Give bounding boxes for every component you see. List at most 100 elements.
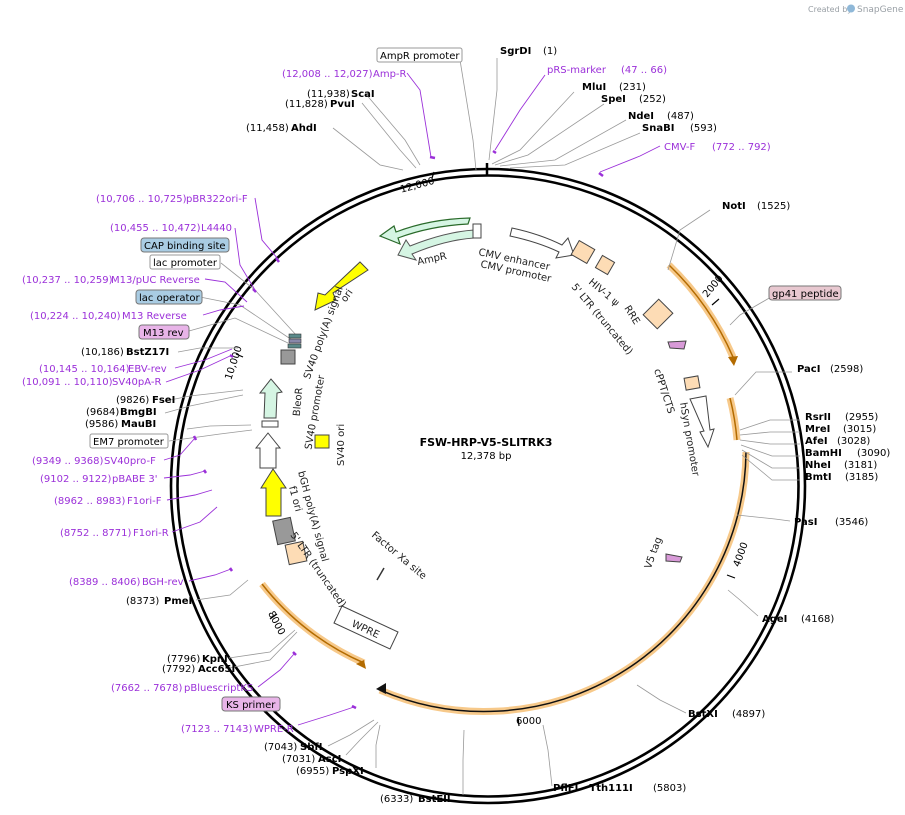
em7-promoter-tag: [89, 433, 169, 449]
site-rsrii: RsrII: [805, 412, 831, 423]
site-scai-pos: (11,938): [307, 89, 350, 100]
primer-sv40pa-r: SV40pA-R: [112, 377, 161, 388]
site-ahdi-pos: (11,458): [246, 123, 289, 134]
site-nhei: NheI: [805, 460, 831, 471]
ampr-arrow: [397, 229, 475, 261]
ampr-promoter-tag: [376, 47, 463, 63]
site-maubi-pos: (9586): [85, 419, 118, 430]
snapgene-logo-icon: [847, 4, 855, 13]
site-bmti-pos: (3185): [845, 472, 878, 483]
site-pvui: PvuI: [330, 99, 355, 110]
site-snabi-pos: (593): [690, 123, 717, 134]
gp41-text: gp41 peptide: [772, 289, 839, 300]
ampr-promoter-box: [472, 223, 482, 239]
wpre-box: [333, 605, 399, 650]
gp41-mark: [667, 340, 687, 350]
primer-prs-marker-pos: (47 .. 66): [621, 65, 667, 76]
primer-f1ori-r-pos: (8752 .. 8771): [60, 528, 132, 539]
site-spei-pos: (252): [639, 94, 666, 105]
site-pasi-pos: (3546): [835, 517, 868, 528]
primer-pbluescript-pos: (7662 .. 7678): [111, 683, 183, 694]
primer-bgh-rev: BGH-rev: [142, 577, 184, 588]
sites-left: (11,938) ScaI (11,828) PvuI (11,458) Ahd…: [81, 89, 451, 805]
site-paci: PacI: [797, 364, 820, 375]
cppt-box: [683, 375, 701, 391]
sv40-ori-box: [314, 434, 330, 449]
lac-operator-text: lac operator: [139, 293, 200, 304]
site-pmei-pos: (8373): [126, 596, 159, 607]
site-snabi: SnaBI: [642, 123, 674, 134]
site-paci-pos: (2598): [830, 364, 863, 375]
ruler-label-6000: 6000: [516, 716, 541, 727]
site-pflfi-pos: (5803): [653, 783, 686, 794]
site-pvui-pos: (11,828): [285, 99, 328, 110]
m13-mark-1: [288, 333, 302, 339]
primer-leader-lines: [163, 72, 661, 726]
ori-arrow: [314, 261, 369, 311]
primer-wpre-r: WPRE-R: [254, 724, 294, 735]
ruler-label-10000: 10,000: [224, 345, 245, 382]
primer-l4440: L4440: [201, 223, 232, 234]
cmv-enhancer-arrow: [509, 227, 575, 259]
hsyn-arrow: [689, 395, 715, 449]
rre-box: [642, 298, 674, 330]
site-agei-pos: (4168): [801, 614, 834, 625]
site-mrei: MreI: [805, 424, 830, 435]
sv40-promoter-arrow: [254, 432, 282, 469]
credit-brand: SnapGene: [857, 5, 904, 15]
lac-operator-tag: [135, 289, 203, 305]
primer-f1ori-f: F1ori-F: [127, 496, 162, 507]
site-pflfi: PflFI - Tth111I: [553, 783, 633, 794]
plasmid-name: FSW-HRP-V5-SLITRK3: [420, 436, 553, 449]
site-acc65i-pos: (7792): [162, 664, 195, 675]
primer-marks: [192, 149, 604, 710]
site-asci: AscI: [318, 754, 341, 765]
primer-sv40pa-r-pos: (10,091 .. 10,110): [22, 377, 113, 388]
site-pmei: PmeI: [164, 596, 192, 607]
m13-rev-tag: [138, 324, 190, 340]
site-sbfi: SbfI: [300, 742, 322, 753]
site-afei: AfeI: [805, 436, 828, 447]
f1-ori-arrow: [260, 468, 287, 517]
site-leader-lines: [164, 58, 800, 795]
m13-rev-text: M13 rev: [143, 328, 184, 339]
ruler-label-8000: 8000: [265, 610, 287, 638]
primer-m13puc-pos: (10,237 .. 10,259): [22, 275, 113, 286]
site-nhei-pos: (3181): [844, 460, 877, 471]
primer-sv40pro-f: SV40pro-F: [104, 456, 156, 467]
primer-f1ori-r: F1ori-R: [133, 528, 169, 539]
primer-m13rev-pos: (10,224 .. 10,240): [30, 311, 121, 322]
plasmid-size: 12,378 bp: [461, 451, 512, 462]
primer-pbluescript: pBluescriptKS: [184, 683, 253, 694]
primer-pbabe-pos: (9102 .. 9122): [40, 474, 112, 485]
site-pspxi-pos: (6955): [296, 766, 329, 777]
site-mrei-pos: (3015): [843, 424, 876, 435]
site-bamhi-pos: (3090): [857, 448, 890, 459]
bleor-arrow: [258, 378, 283, 419]
site-bsteii-pos: (6333): [380, 794, 413, 805]
site-bamhi: BamHI: [805, 448, 842, 459]
m13-mark-2: [288, 338, 302, 344]
boxed-labels: AmpR promoter CAP binding site lac promo…: [89, 47, 842, 712]
site-asci-pos: (7031): [282, 754, 315, 765]
site-noti-pos: (1525): [757, 201, 790, 212]
site-ndei-pos: (487): [667, 111, 694, 122]
factor-xa-mark: [376, 567, 385, 581]
primer-cmv-f-pos: (772 .. 792): [712, 142, 771, 153]
label-sv40-ori: SV40 ori: [336, 424, 347, 466]
primer-pbr322-pos: (10,706 .. 10,725): [96, 194, 187, 205]
ltr-box-2: [284, 540, 308, 566]
sv40-polya-box: [280, 349, 296, 365]
primer-pbabe: pBABE 3': [112, 474, 158, 485]
primer-m13puc: M13/pUC Reverse: [111, 275, 200, 286]
label-bleor: BleoR: [292, 387, 305, 417]
site-scai: ScaI: [351, 89, 375, 100]
site-sgrdi-pos: (1): [543, 46, 557, 57]
gp41-tag: [768, 285, 842, 301]
site-bstxi: BstXI: [688, 709, 718, 720]
site-sbfi-pos: (7043): [264, 742, 297, 753]
primer-m13rev: M13 Reverse: [122, 311, 187, 322]
primer-amp-r-pos: (12,008 .. 12,027): [282, 69, 373, 80]
primer-l4440-pos: (10,455 .. 10,472): [110, 223, 201, 234]
site-rsrii-pos: (2955): [845, 412, 878, 423]
